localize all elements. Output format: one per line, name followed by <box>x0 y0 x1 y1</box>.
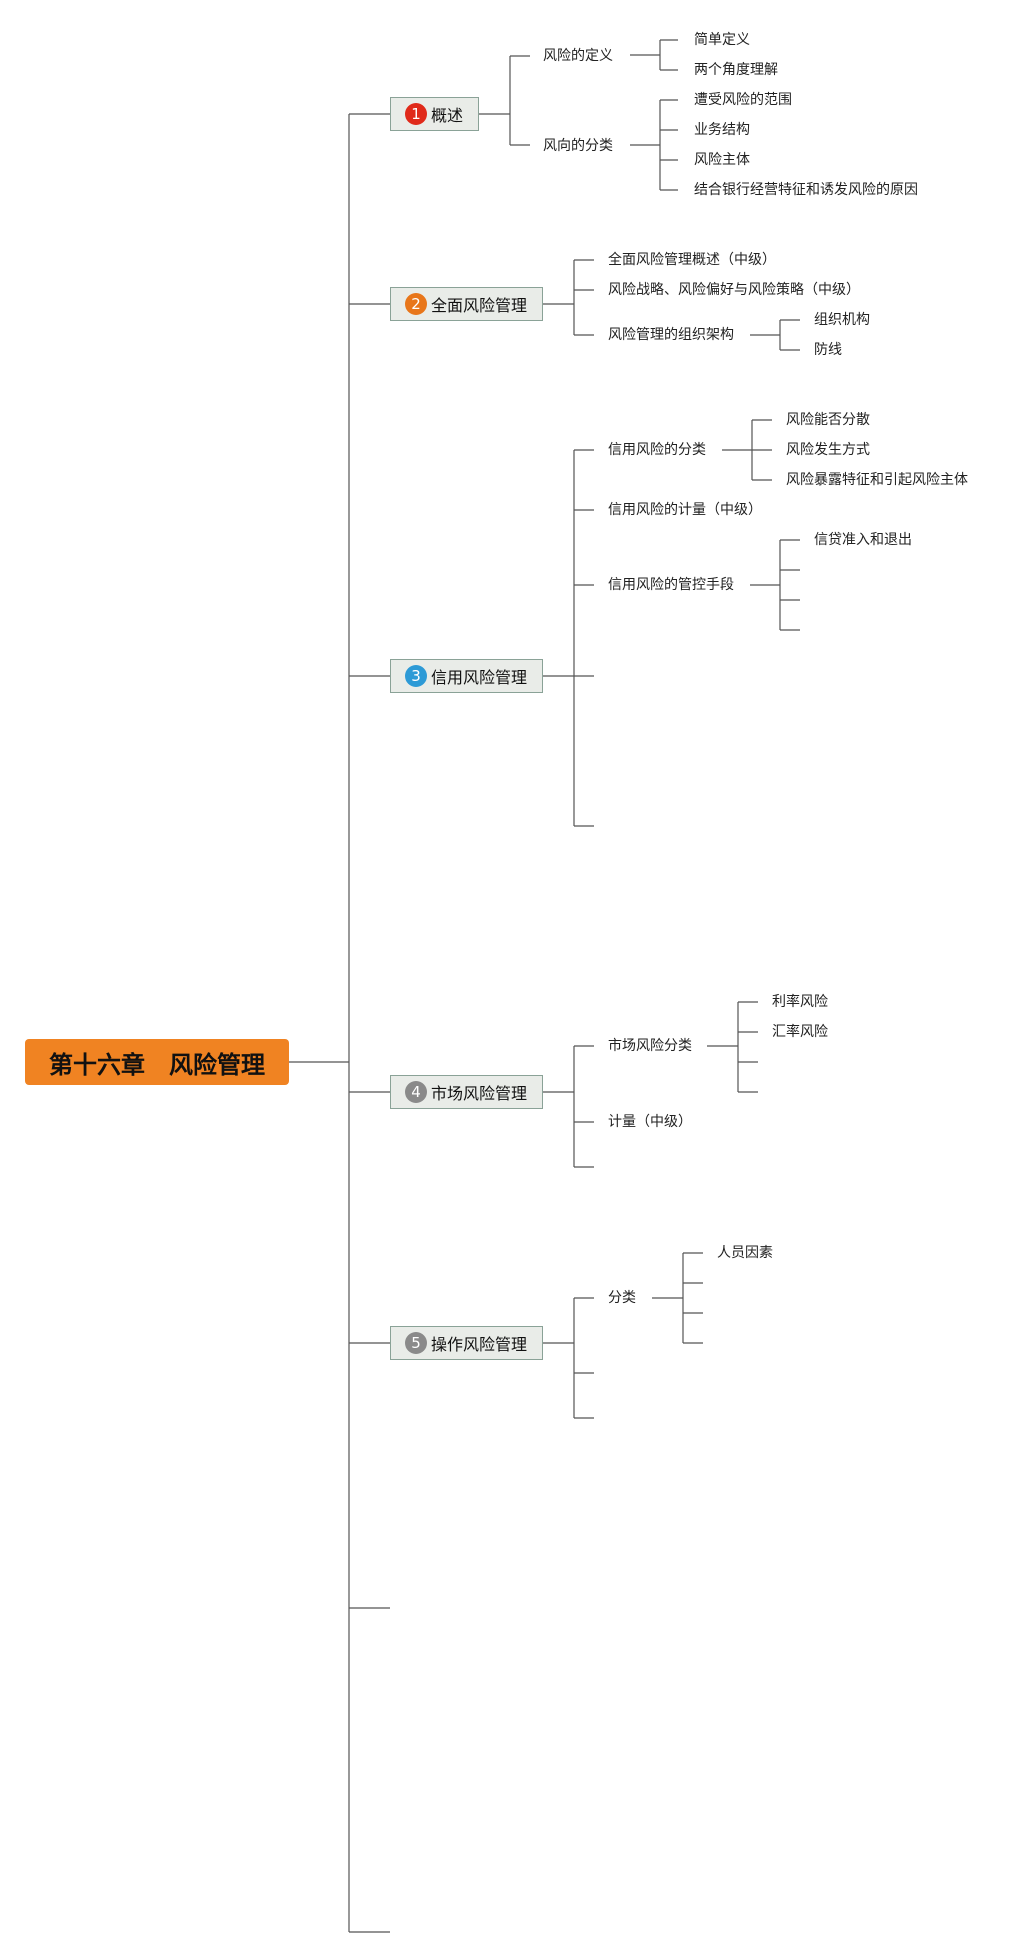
branch-market-risk[interactable]: 4 市场风险管理 <box>390 1075 543 1109</box>
branch-operational-risk[interactable]: 5 操作风险管理 <box>390 1326 543 1360</box>
node-personnel-factors[interactable]: 人员因素 <box>717 1245 773 1261</box>
node-strategy-appetite[interactable]: 风险战略、风险偏好与风险策略（中级） <box>608 282 860 298</box>
node-organization[interactable]: 组织机构 <box>814 312 870 328</box>
node-two-angles[interactable]: 两个角度理解 <box>694 62 778 78</box>
node-market-classification[interactable]: 市场风险分类 <box>608 1038 692 1054</box>
number-badge-5: 5 <box>405 1332 427 1354</box>
node-simple-definition[interactable]: 简单定义 <box>694 32 750 48</box>
node-credit-classification[interactable]: 信用风险的分类 <box>608 442 706 458</box>
node-credit-control[interactable]: 信用风险的管控手段 <box>608 577 734 593</box>
node-operational-classification[interactable]: 分类 <box>608 1290 636 1306</box>
node-diversifiable[interactable]: 风险能否分散 <box>786 412 870 428</box>
node-risk-subject[interactable]: 风险主体 <box>694 152 750 168</box>
node-credit-measurement[interactable]: 信用风险的计量（中级） <box>608 502 762 518</box>
node-bank-features[interactable]: 结合银行经营特征和诱发风险的原因 <box>694 182 918 198</box>
node-scope[interactable]: 遭受风险的范围 <box>694 92 792 108</box>
number-badge-1: 1 <box>405 103 427 125</box>
node-business-structure[interactable]: 业务结构 <box>694 122 750 138</box>
branch-label: 信用风险管理 <box>431 668 528 687</box>
node-credit-access[interactable]: 信贷准入和退出 <box>814 532 912 548</box>
root-topic[interactable]: 第十六章 风险管理 <box>25 1039 289 1085</box>
branch-overview[interactable]: 1 概述 <box>390 97 479 131</box>
number-badge-2: 2 <box>405 293 427 315</box>
branch-label: 全面风险管理 <box>431 296 528 315</box>
node-occurrence-mode[interactable]: 风险发生方式 <box>786 442 870 458</box>
branch-label: 市场风险管理 <box>431 1084 528 1103</box>
node-interest-rate-risk[interactable]: 利率风险 <box>772 994 828 1010</box>
node-risk-definition[interactable]: 风险的定义 <box>543 48 613 64</box>
node-market-measurement[interactable]: 计量（中级） <box>608 1114 692 1130</box>
node-defense-line[interactable]: 防线 <box>814 342 842 358</box>
node-org-structure[interactable]: 风险管理的组织架构 <box>608 327 734 343</box>
node-overview-intermediate[interactable]: 全面风险管理概述（中级） <box>608 252 776 268</box>
node-exchange-rate-risk[interactable]: 汇率风险 <box>772 1024 828 1040</box>
node-risk-classification[interactable]: 风向的分类 <box>543 138 613 154</box>
branch-credit-risk[interactable]: 3 信用风险管理 <box>390 659 543 693</box>
branch-label: 概述 <box>431 106 464 125</box>
node-exposure-features[interactable]: 风险暴露特征和引起风险主体 <box>786 472 968 488</box>
number-badge-3: 3 <box>405 665 427 687</box>
number-badge-4: 4 <box>405 1081 427 1103</box>
branch-label: 操作风险管理 <box>431 1335 528 1354</box>
branch-comprehensive-risk[interactable]: 2 全面风险管理 <box>390 287 543 321</box>
